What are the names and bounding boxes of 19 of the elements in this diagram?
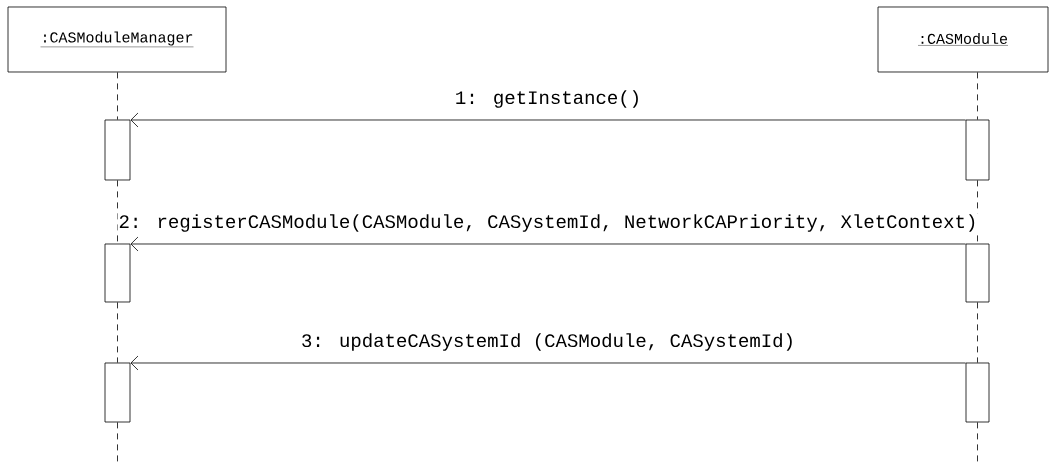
message-arrow xyxy=(130,355,966,371)
lifeline xyxy=(117,180,118,244)
object-box: :CASModuleManager xyxy=(7,6,227,73)
activation-bar xyxy=(965,119,990,181)
edge-label: 2: registerCASModule(CASModule, CASystemId, NetworkCAPriority, XletContext) xyxy=(117,213,979,233)
edge-label: 3: updateCASystemId (CASModule, CASystemId) xyxy=(299,332,797,352)
activation-bar xyxy=(104,243,131,303)
lifeline xyxy=(977,72,978,120)
message-arrow xyxy=(130,236,966,252)
edge-label: 1: getInstance() xyxy=(453,89,643,109)
activation-bar xyxy=(965,362,990,423)
message-arrow xyxy=(130,112,966,128)
lifeline xyxy=(117,302,118,363)
lifeline xyxy=(117,72,118,120)
activation-bar xyxy=(104,362,131,423)
activation-bar xyxy=(965,243,990,303)
activation-bar xyxy=(104,119,131,181)
lifeline xyxy=(977,302,978,363)
object-box: :CASModule xyxy=(877,6,1049,73)
